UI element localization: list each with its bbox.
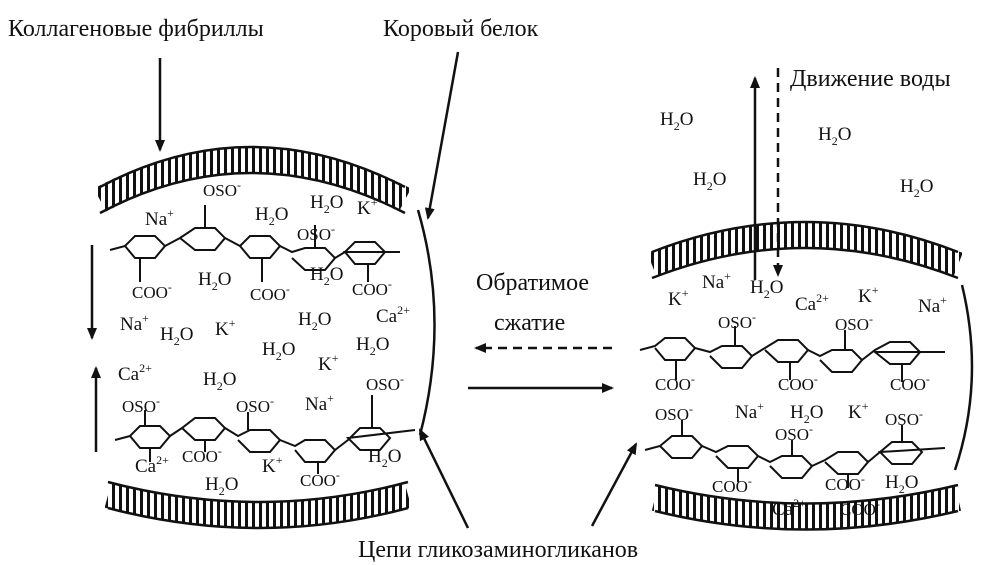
group-oso: OSO- xyxy=(835,312,873,334)
right-collagen-fibril-top xyxy=(647,220,963,280)
ion-na: Na+ xyxy=(120,311,149,335)
molecule-h2o: H2O xyxy=(885,472,918,496)
ion-k: K+ xyxy=(262,453,283,477)
label-core-protein: Коровый белок xyxy=(383,16,539,42)
group-oso: OSO- xyxy=(236,394,274,416)
right-collagen-fibril-bottom xyxy=(651,483,962,531)
right-core-protein-line xyxy=(953,284,974,471)
label-reversible: Обратимое xyxy=(476,270,589,296)
left-gag-chain-upper xyxy=(109,205,400,282)
group-oso: OSO- xyxy=(366,372,404,394)
group-oso: OSO- xyxy=(718,310,756,332)
ion-k: K+ xyxy=(318,351,339,375)
left-collagen-fibril-top xyxy=(93,145,411,215)
group-coo: COO- xyxy=(132,280,172,302)
right-gag-chain-upper xyxy=(639,326,945,382)
left-collagen-fibril-bottom xyxy=(104,480,412,530)
molecule-h2o: H2O xyxy=(298,309,331,333)
gag-pointer-arrow-left xyxy=(418,428,470,529)
molecule-h2o: H2O xyxy=(693,169,726,193)
group-oso: OSO- xyxy=(203,178,241,200)
ion-k: K+ xyxy=(858,283,879,307)
molecule-h2o: H2O xyxy=(900,176,933,200)
label-gag-chains: Цепи гликозаминогликанов xyxy=(358,537,638,563)
right-gag-chain-lower xyxy=(644,420,946,488)
molecule-h2o: H2O xyxy=(262,339,295,363)
left-gag-chain-lower xyxy=(114,395,416,474)
molecule-h2o: H2O xyxy=(255,204,288,228)
core-protein-pointer-arrow xyxy=(424,51,460,220)
group-coo: COO- xyxy=(778,372,818,394)
ion-k: K+ xyxy=(668,286,689,310)
group-coo: COO- xyxy=(890,372,930,394)
ion-na: Na+ xyxy=(145,206,174,230)
ion-ca: Ca2+ xyxy=(118,361,152,385)
molecule-h2o: H2O xyxy=(368,446,401,470)
label-water-movement: Движение воды xyxy=(790,66,951,92)
molecule-h2o: H2O xyxy=(750,277,783,301)
group-oso: OSO- xyxy=(122,394,160,416)
ion-na: Na+ xyxy=(918,293,947,317)
molecule-h2o: H2O xyxy=(203,369,236,393)
ion-na: Na+ xyxy=(735,399,764,423)
molecule-h2o: H2O xyxy=(790,402,823,426)
ion-ca: Ca2+ xyxy=(135,453,169,477)
group-oso: OSO- xyxy=(775,422,813,444)
group-coo: COO- xyxy=(655,372,695,394)
label-compression: сжатие xyxy=(494,310,565,336)
left-ions: Na+ OSO- H2O H2O K+ OSO- COO- H2O COO- H… xyxy=(118,178,410,498)
group-coo: COO- xyxy=(250,282,290,304)
ion-na: Na+ xyxy=(305,391,334,415)
ion-ca: Ca2+ xyxy=(795,291,829,315)
molecule-h2o: H2O xyxy=(160,324,193,348)
group-coo: COO- xyxy=(712,474,752,496)
group-oso: OSO- xyxy=(297,222,335,244)
group-coo: COO- xyxy=(300,468,340,490)
right-ions: H2O H2O H2O H2O Na+ H2O K+ Ca2+ K+ Na+ O… xyxy=(655,109,947,520)
ion-k: K+ xyxy=(357,195,378,219)
label-collagen-fibrils: Коллагеновые фибриллы xyxy=(8,16,264,42)
molecule-h2o: H2O xyxy=(310,192,343,216)
molecule-h2o: H2O xyxy=(205,474,238,498)
molecule-h2o: H2O xyxy=(356,334,389,358)
group-coo: COO- xyxy=(352,277,392,299)
group-coo: COO- xyxy=(825,472,865,494)
group-oso: OSO- xyxy=(655,402,693,424)
molecule-h2o: H2O xyxy=(818,124,851,148)
group-coo: COO- xyxy=(840,497,880,519)
ion-k: K+ xyxy=(215,316,236,340)
ion-na: Na+ xyxy=(702,269,731,293)
ion-ca: Ca2+ xyxy=(376,303,410,327)
molecule-h2o: H2O xyxy=(198,269,231,293)
ion-k: K+ xyxy=(848,399,869,423)
ion-ca: Ca2+ xyxy=(772,496,806,520)
left-core-protein-line xyxy=(416,209,436,436)
group-oso: OSO- xyxy=(885,407,923,429)
group-coo: COO- xyxy=(182,444,222,466)
molecule-h2o: H2O xyxy=(310,264,343,288)
molecule-h2o: H2O xyxy=(660,109,693,133)
gag-pointer-arrow-right xyxy=(590,442,638,527)
